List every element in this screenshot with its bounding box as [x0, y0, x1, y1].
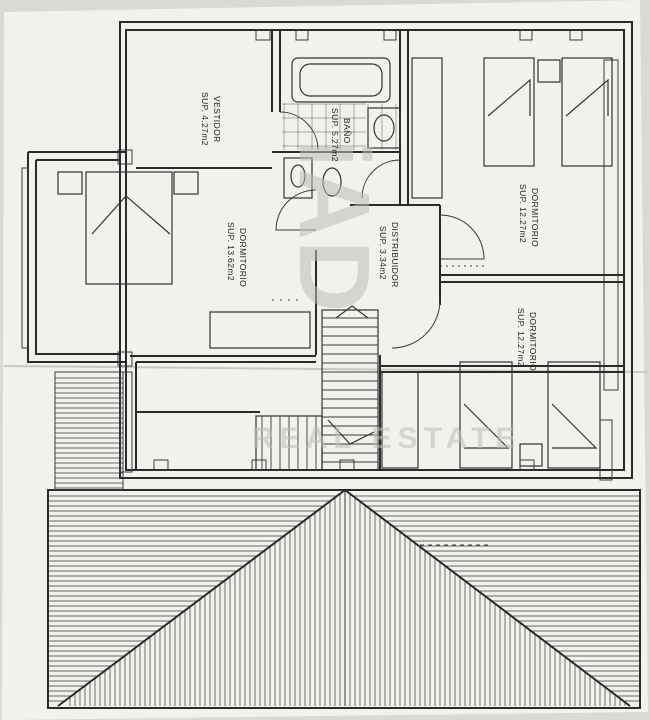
room-name: DORMITORIO	[528, 312, 538, 371]
nightstand-icon	[57, 171, 83, 195]
room-area: SUP. 5.27m2	[330, 108, 340, 162]
bedroom-3-furniture	[381, 361, 601, 469]
nightstand-icon	[173, 171, 199, 195]
room-label-dormitorio-1: DORMITORIO SUP. 13.62m2	[226, 222, 248, 287]
roof-hatch-left	[48, 490, 626, 706]
room-label-vestidor: VESTIDOR SUP. 4.27m2	[200, 92, 222, 146]
room-name: VESTIDOR	[212, 96, 222, 143]
single-bed-icon	[483, 57, 535, 167]
toilet-icon	[283, 157, 313, 199]
single-bed-icon	[547, 361, 601, 469]
room-name: DORMITORIO	[238, 228, 248, 287]
dashed-marks	[272, 265, 490, 546]
room-name: DORMITORIO	[530, 188, 540, 247]
single-bed-icon	[459, 361, 513, 469]
watermark-text: REAL ESTATE	[252, 422, 521, 455]
bedroom-1-furniture	[57, 171, 311, 349]
room-name: BAÑO	[342, 118, 352, 144]
room-area: SUP. 12.27m2	[516, 308, 526, 367]
bathtub-icon	[291, 57, 391, 103]
wardrobe-icon	[209, 311, 311, 349]
room-area: SUP. 3.34m2	[378, 226, 388, 280]
doors	[200, 111, 485, 349]
room-area: SUP. 13.62m2	[226, 222, 236, 281]
room-area: SUP. 4.27m2	[200, 92, 210, 146]
room-labels: VESTIDOR SUP. 4.27m2 BAÑO SUP. 5.27m2 DO…	[200, 92, 540, 371]
staircase	[255, 305, 379, 471]
watermark-logo: iAD	[278, 140, 390, 312]
room-label-dormitorio-3: DORMITORIO SUP. 12.27m2	[516, 308, 538, 371]
room-label-bano: BAÑO SUP. 5.27m2	[330, 108, 352, 162]
room-label-dormitorio-2: DORMITORIO SUP. 12.27m2	[518, 184, 540, 247]
room-area: SUP. 12.27m2	[518, 184, 528, 243]
interior-walls	[130, 30, 624, 470]
roof	[47, 488, 641, 709]
wardrobe-icon	[381, 371, 419, 469]
room-name: DISTRIBUIDOR	[390, 222, 400, 288]
wardrobe-icon	[411, 57, 443, 199]
roof-hatch-right	[352, 495, 640, 702]
single-bed-icon	[561, 57, 613, 167]
double-bed-icon	[85, 171, 173, 285]
watermark: iAD REAL ESTATE	[252, 140, 521, 455]
wall-ticks	[153, 29, 583, 471]
bidet-icon	[322, 167, 342, 197]
bathroom-fixtures	[282, 57, 401, 199]
outer-walls	[21, 21, 633, 481]
bedroom-2-furniture	[411, 57, 613, 199]
room-label-distribuidor: DISTRIBUIDOR SUP. 3.34m2	[378, 222, 400, 288]
terrace	[54, 371, 124, 491]
nightstand-icon	[519, 443, 543, 467]
nightstand-icon	[537, 59, 561, 83]
